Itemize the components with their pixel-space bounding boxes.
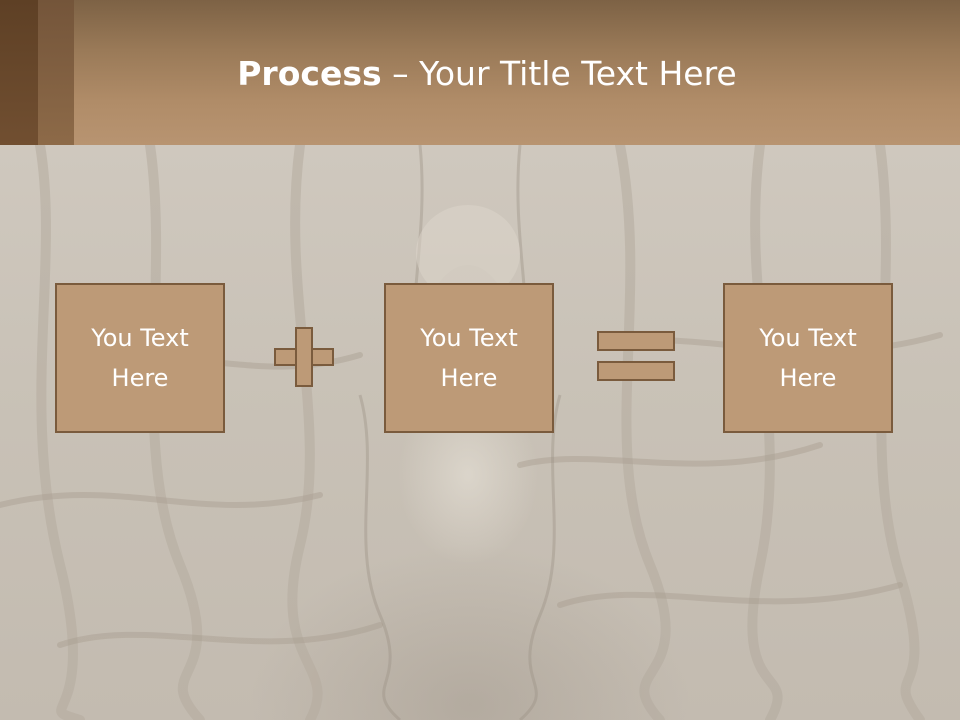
process-box-line-1: You Text (91, 324, 189, 352)
process-box-text: You Text Here (733, 318, 883, 398)
process-box-line-2: Here (440, 364, 498, 392)
plus-center (297, 350, 311, 364)
process-box-line-1: You Text (759, 324, 857, 352)
header-accent-light (38, 0, 74, 145)
title-bold: Process (237, 54, 382, 93)
slide-title[interactable]: Process – Your Title Text Here (74, 52, 900, 96)
process-box-3[interactable]: You Text Here (723, 283, 893, 433)
header-accent-dark (0, 0, 38, 145)
equals-icon (597, 331, 677, 383)
process-box-2[interactable]: You Text Here (384, 283, 554, 433)
process-box-1[interactable]: You Text Here (55, 283, 225, 433)
title-bar: Process – Your Title Text Here (0, 0, 960, 145)
equals-top-bar (597, 331, 675, 351)
process-box-text: You Text Here (65, 318, 215, 398)
process-box-line-2: Here (111, 364, 169, 392)
equals-bottom-bar (597, 361, 675, 381)
process-box-line-2: Here (779, 364, 837, 392)
plus-icon (274, 327, 334, 387)
process-box-text: You Text Here (394, 318, 544, 398)
process-box-line-1: You Text (420, 324, 518, 352)
title-rest: – Your Title Text Here (381, 54, 737, 93)
